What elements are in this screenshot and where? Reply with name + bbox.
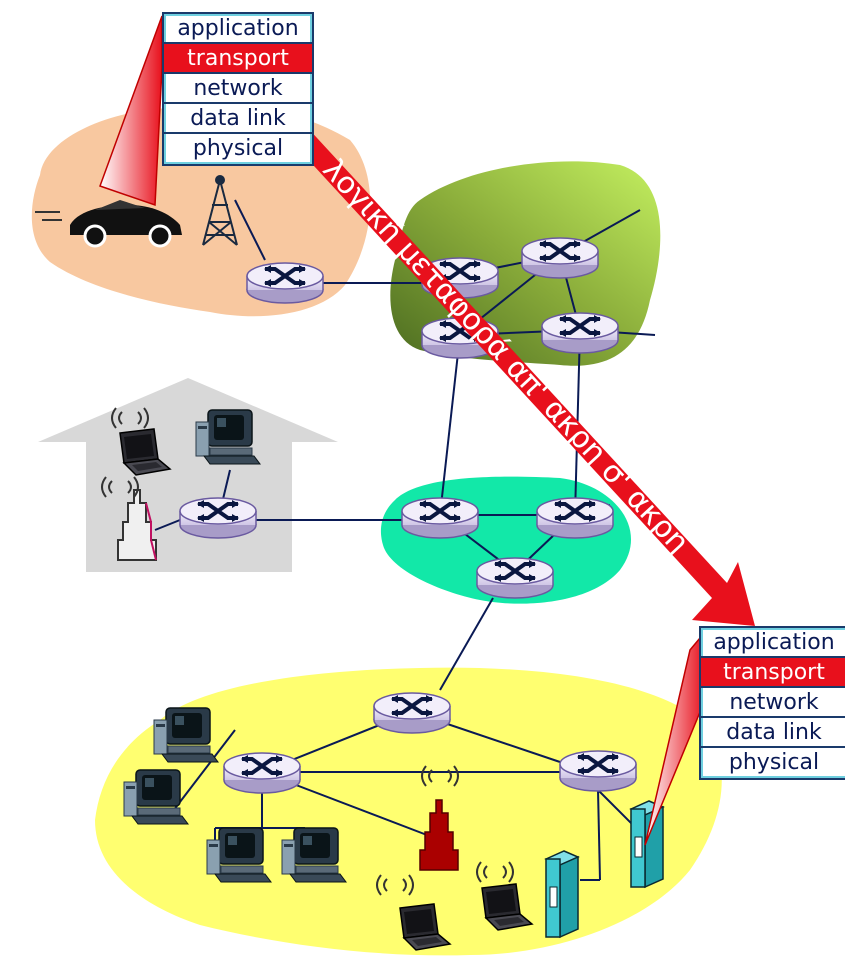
layer-application: application [701,628,845,658]
router-icon [475,556,555,600]
protocol-stack-destination: application transport network data link … [699,626,845,780]
layer-data-link: data link [701,718,845,748]
cell-tower-icon [202,175,238,246]
layer-transport: transport [701,658,845,688]
layer-transport: transport [164,44,312,74]
layer-network: network [164,74,312,104]
desktop-computer-icon [153,707,219,763]
layer-physical: physical [728,750,820,775]
base-station-icon [419,799,459,871]
protocol-stack-source: application transport network data link … [162,12,314,166]
router-icon [540,311,620,355]
router-icon [372,691,452,735]
router-icon [558,749,638,793]
router-icon [222,751,302,795]
home-network-region [38,378,338,572]
router-icon [400,496,480,540]
router-icon [245,261,325,305]
layer-physical: physical [192,136,284,161]
router-icon [178,496,258,540]
layer-application: application [164,14,312,44]
router-icon [535,496,615,540]
base-station-icon [117,489,157,561]
car-icon [35,200,182,248]
layer-network: network [701,688,845,718]
top-stack-pointer [99,15,163,207]
server-icon [545,850,579,938]
router-icon [520,236,600,280]
layer-data-link: data link [164,104,312,134]
